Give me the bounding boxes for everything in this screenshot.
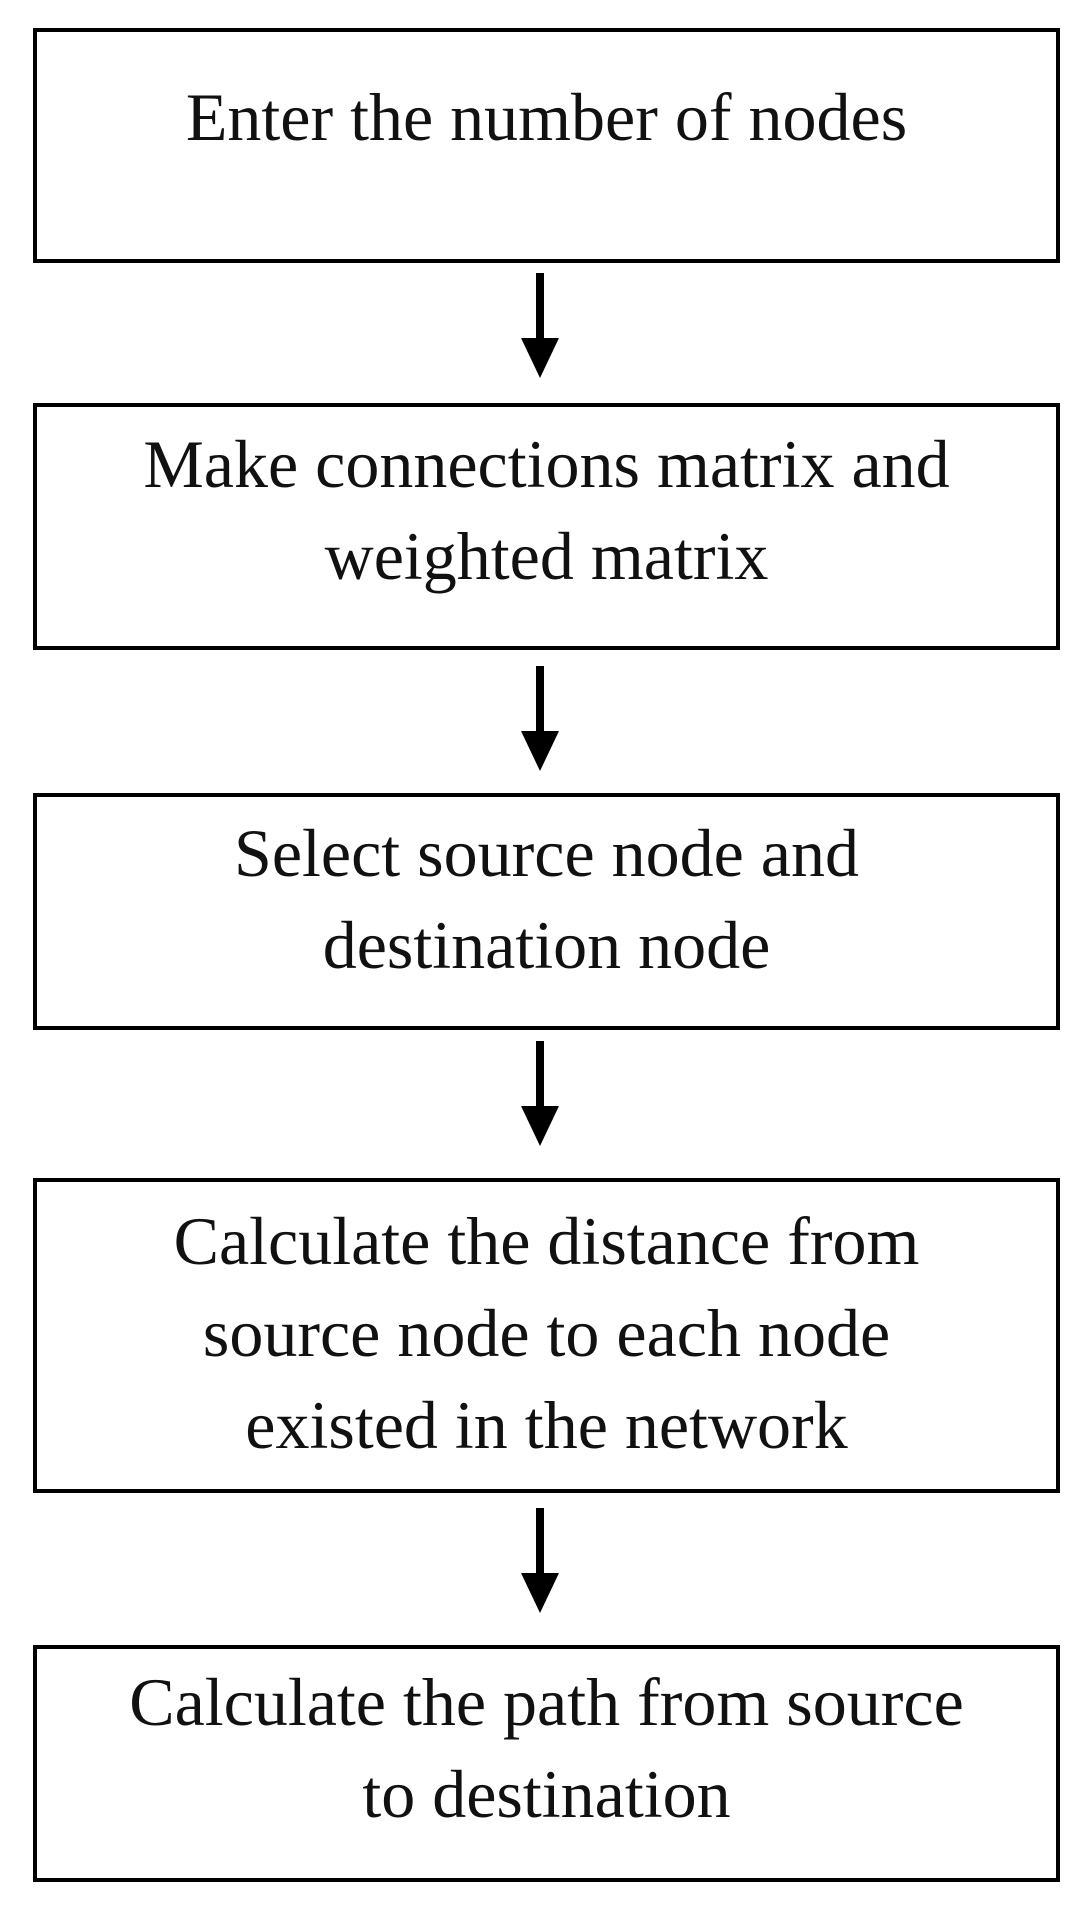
flowchart-step-calculate-path: Calculate the path from source to destin… (33, 1645, 1060, 1882)
down-arrow-icon (521, 1041, 559, 1146)
arrow-head (521, 1106, 559, 1146)
flowchart-step-calculate-distances: Calculate the distance from source node … (33, 1178, 1060, 1493)
step-text-line: Make connections matrix and (143, 425, 950, 502)
step-text-line: existed in the network (245, 1386, 848, 1463)
arrow-stem (536, 1041, 544, 1106)
down-arrow-icon (521, 1508, 559, 1613)
down-arrow-icon (521, 273, 559, 378)
step-text-line: source node to each node (202, 1294, 891, 1371)
arrow-head (521, 1573, 559, 1613)
step-text-line: to destination (362, 1755, 731, 1832)
arrow-stem (536, 666, 544, 731)
arrow-stem (536, 1508, 544, 1573)
arrow-stem (536, 273, 544, 338)
arrow-head (521, 338, 559, 378)
flowchart-step-select-source-destination: Select source node and destination node (33, 793, 1060, 1030)
step-text-line: destination node (322, 907, 771, 983)
flowchart-step-make-matrices: Make connections matrix and weighted mat… (33, 403, 1060, 650)
down-arrow-icon (521, 666, 559, 771)
step-text-line: Calculate the path from source (129, 1663, 964, 1740)
step-text-line: weighted matrix (324, 517, 769, 594)
arrow-head (521, 731, 559, 771)
step-text-line: Enter the number of nodes (185, 78, 908, 155)
step-text-line: Calculate the distance from (173, 1202, 920, 1279)
step-text-line: Select source node and (234, 815, 859, 891)
flowchart-step-enter-number-of-nodes: Enter the number of nodes (33, 28, 1060, 263)
